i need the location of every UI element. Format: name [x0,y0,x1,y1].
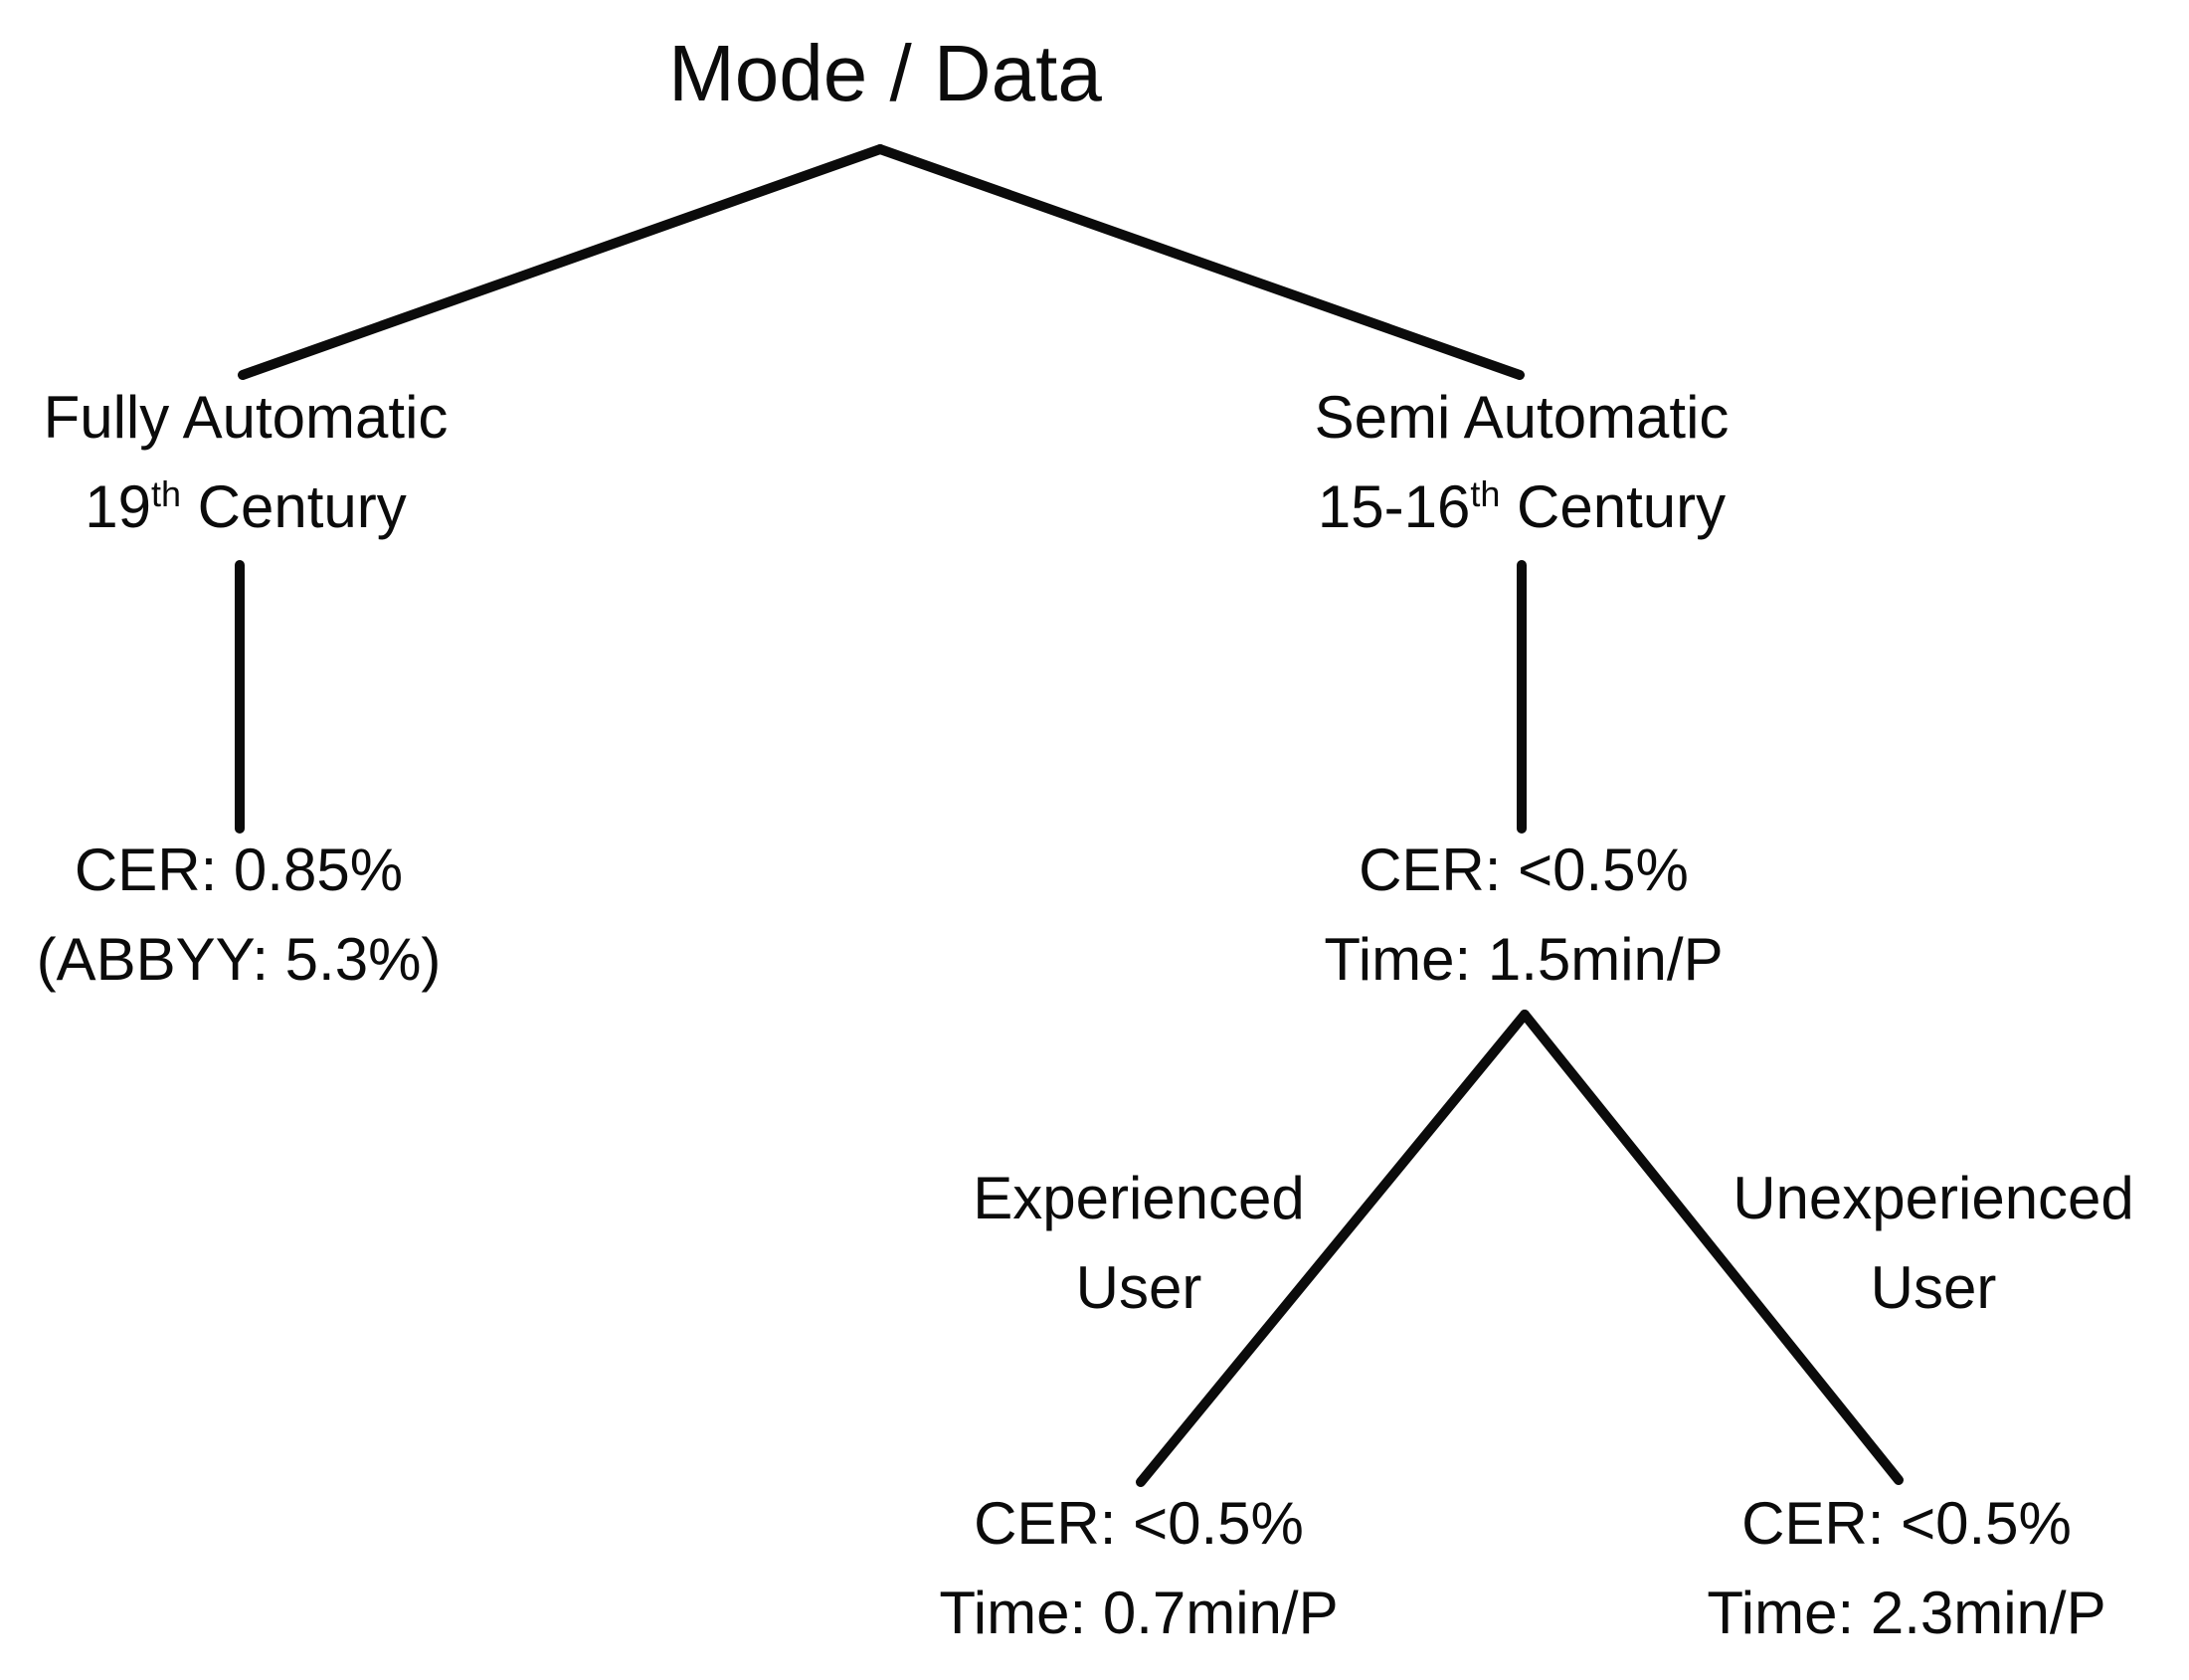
semi-automatic-result-node: CER: <0.5% Time: 1.5min/P [1324,826,1723,1005]
fully-automatic-node: Fully Automatic 19th Century [44,373,449,552]
semi-automatic-century: 15-16th Century [1317,473,1727,540]
fully-automatic-name: Fully Automatic [43,384,449,451]
edge-to-unexperienced-result [1520,1010,1904,1485]
unexperienced-user-line1: Unexperienced [1733,1165,2134,1231]
edge-to-experienced-result [1136,1010,1530,1487]
experienced-result-time: Time: 0.7min/P [939,1580,1339,1646]
root-node-label: Mode / Data [668,29,1102,117]
experienced-user-line2: User [1075,1254,1202,1321]
unexperienced-result-cer: CER: <0.5% [1741,1490,2072,1557]
semi-automatic-name: Semi Automatic [1314,384,1730,451]
fully-automatic-century: 19th Century [85,473,407,540]
unexperienced-result-node: CER: <0.5% Time: 2.3min/P [1707,1479,2105,1658]
semi-automatic-node: Semi Automatic 15-16th Century [1315,373,1730,552]
edge-root-to-semi-automatic [875,144,1525,380]
unexperienced-user-line2: User [1870,1254,1997,1321]
semi-automatic-time: Time: 1.5min/P [1324,926,1724,993]
semi-automatic-cer: CER: <0.5% [1359,837,1689,903]
unexperienced-result-time: Time: 2.3min/P [1707,1580,2106,1646]
edge-root-to-fully-automatic [238,144,885,380]
experienced-user-branch-label: Experienced User [973,1154,1305,1333]
experienced-result-node: CER: <0.5% Time: 0.7min/P [939,1479,1338,1658]
unexperienced-user-branch-label: Unexperienced User [1733,1154,2134,1333]
experienced-result-cer: CER: <0.5% [974,1490,1304,1557]
experienced-user-line1: Experienced [973,1165,1305,1231]
fully-automatic-cer: CER: 0.85% [74,837,404,903]
fully-automatic-result-node: CER: 0.85% (ABBYY: 5.3%) [37,826,442,1005]
fully-automatic-abbyy: (ABBYY: 5.3%) [36,926,442,993]
